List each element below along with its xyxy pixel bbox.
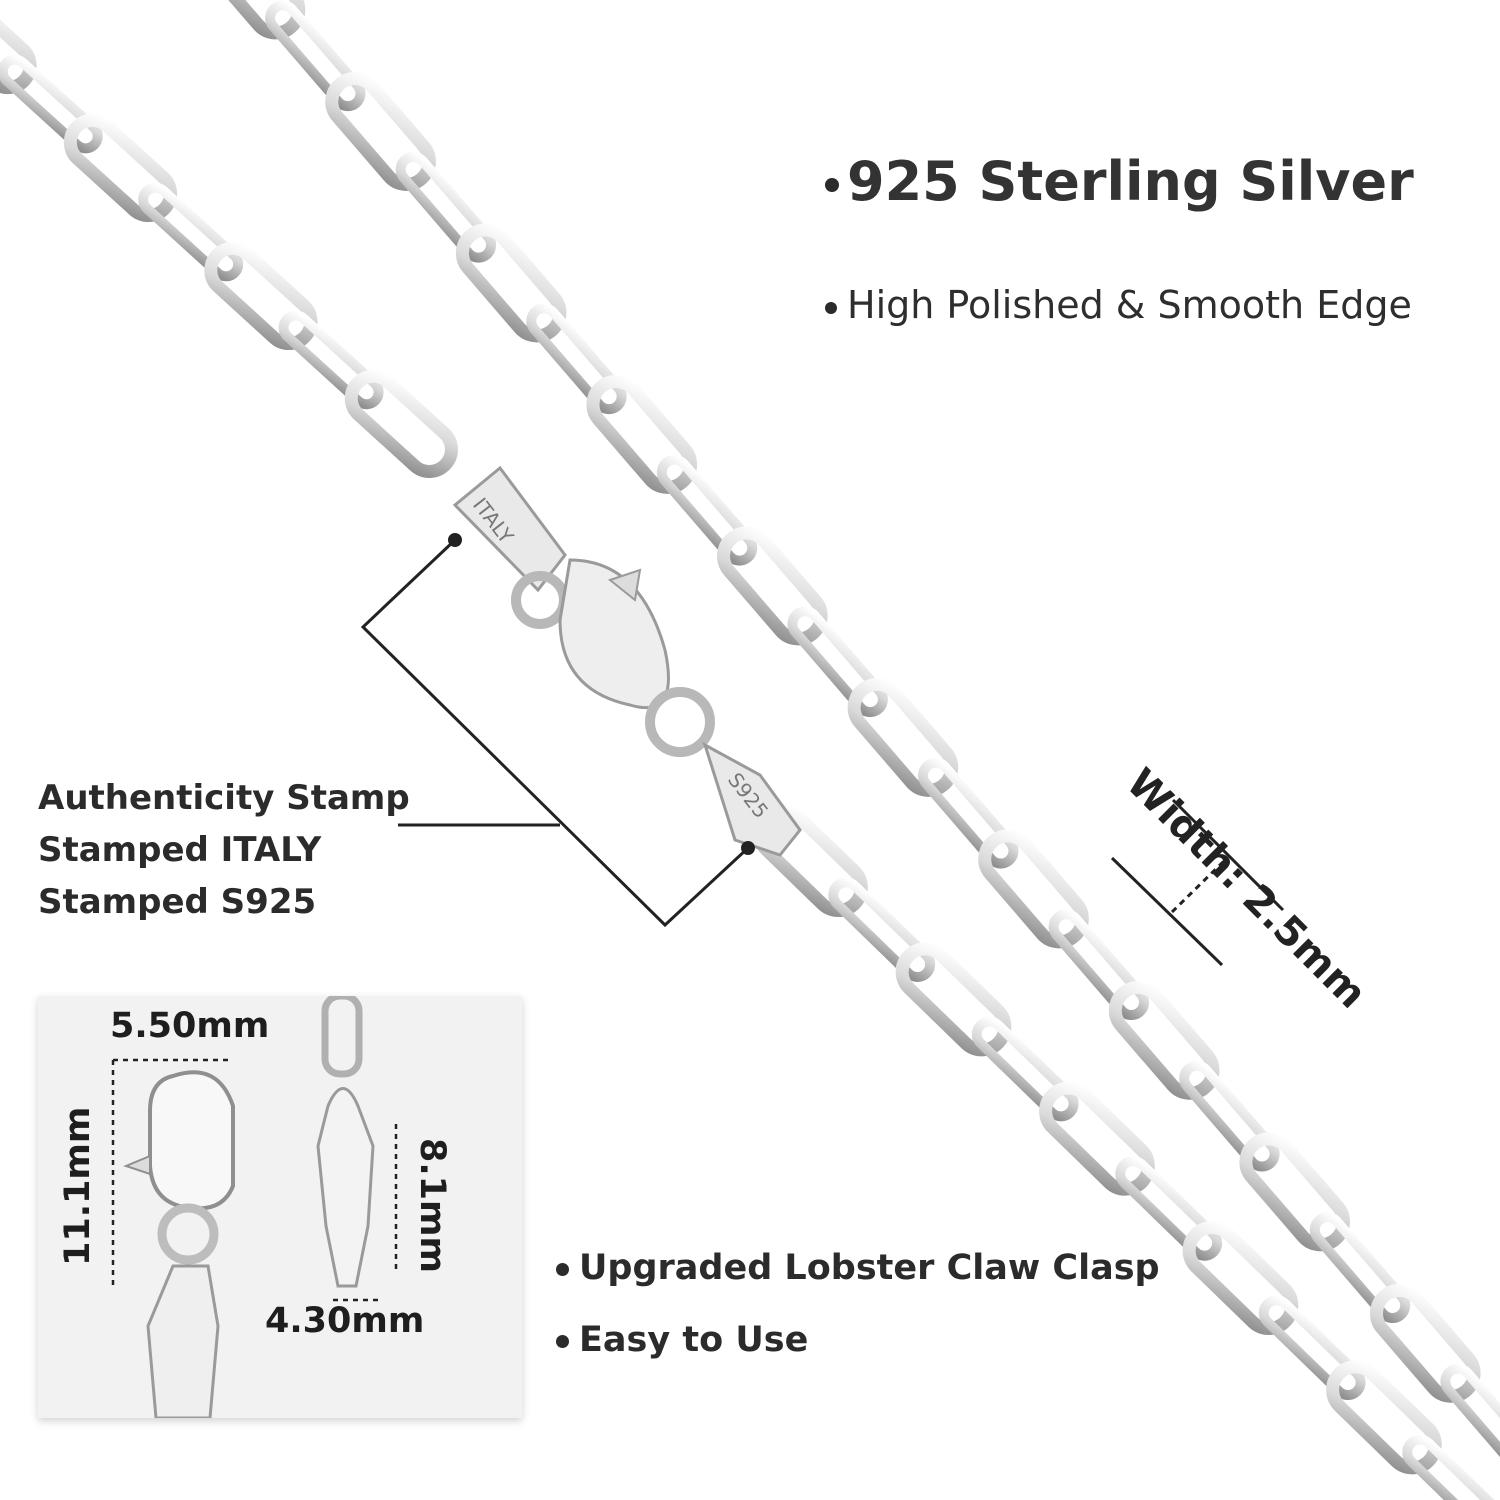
clasp-trigger xyxy=(607,568,642,602)
stamp-callout-lines xyxy=(360,538,750,928)
bullet-icon xyxy=(825,178,839,193)
callout-dot-italy xyxy=(448,533,462,547)
clasp-height-label: 11.1mm xyxy=(58,1106,98,1266)
bullet-icon xyxy=(825,301,837,314)
strand-lower-link xyxy=(1115,1155,1223,1261)
feature-clasp: Upgraded Lobster Claw Clasp xyxy=(556,1248,1160,1288)
strand-right-link xyxy=(325,72,436,191)
inset-clasp-trigger xyxy=(123,1154,151,1176)
strand-right-link xyxy=(265,0,366,112)
tag-height-label: 8.1mm xyxy=(412,1138,452,1273)
strand-left-link xyxy=(278,310,384,410)
strand-lower-link xyxy=(971,1016,1079,1122)
bullet-icon xyxy=(556,1262,569,1276)
strand-right-link xyxy=(586,375,698,494)
strand-right-link xyxy=(395,151,497,263)
strand-right-link xyxy=(1440,1363,1500,1475)
strand-right-link xyxy=(1108,980,1220,1100)
feature-ease: Easy to Use xyxy=(556,1320,808,1360)
strand-right-link xyxy=(717,526,828,646)
strand-right-link xyxy=(1239,1132,1350,1252)
strand-right-link xyxy=(1309,1212,1411,1324)
bullet-icon xyxy=(556,1334,569,1348)
strand-left-link xyxy=(344,369,458,478)
feature-clasp-text: Upgraded Lobster Claw Clasp xyxy=(579,1248,1160,1288)
strand-lower-link xyxy=(1182,1220,1299,1335)
chain-strand-left xyxy=(0,0,458,478)
italy-tag xyxy=(452,465,567,593)
strand-lower-link xyxy=(895,942,1012,1057)
strand-right-link xyxy=(918,757,1019,869)
stamp-italy: Stamped ITALY xyxy=(38,830,322,870)
strand-lower-link xyxy=(1326,1360,1442,1475)
feature-material: 925 Sterling Silver xyxy=(825,150,1414,213)
chain-strand-right xyxy=(194,0,1500,1475)
clasp-dimension-inset: 5.50mm 11.1mm 8.1mm 4.30mm xyxy=(38,996,522,1418)
stamp-callout: Authenticity Stamp Stamped ITALY Stamped… xyxy=(38,772,410,928)
strand-right-link xyxy=(1370,1283,1481,1403)
feature-ease-text: Easy to Use xyxy=(579,1320,809,1360)
tag-width-label: 4.30mm xyxy=(265,1301,425,1341)
strand-right-link xyxy=(656,454,758,566)
width-measurement-lines xyxy=(1110,798,1285,967)
inset-illustration xyxy=(111,996,398,1418)
strand-left-link xyxy=(0,0,37,95)
jump-ring-lower xyxy=(645,687,715,757)
inset-lobster-clasp xyxy=(148,1070,235,1211)
strand-lower-link xyxy=(1039,1081,1155,1196)
inset-s925-tag xyxy=(146,1264,220,1418)
feature-material-text: 925 Sterling Silver xyxy=(847,150,1414,213)
callout-dot-s925 xyxy=(741,841,755,855)
strand-right-link xyxy=(787,606,888,718)
strand-left-link xyxy=(138,182,244,282)
strand-left-link xyxy=(0,54,103,154)
inset-jump-ring xyxy=(157,1203,219,1265)
strand-lower-link xyxy=(828,877,936,983)
strand-lower-link xyxy=(1258,1295,1366,1401)
strand-right-link xyxy=(978,829,1089,949)
strand-right-link xyxy=(1179,1060,1280,1172)
clasp-width-label: 5.50mm xyxy=(110,1006,270,1046)
strand-left-link xyxy=(204,241,318,351)
s925-tag xyxy=(702,741,802,857)
strand-right-link xyxy=(847,677,959,797)
stamp-s925: Stamped S925 xyxy=(38,882,317,922)
strand-right-link xyxy=(194,0,306,40)
inset-chain-link xyxy=(321,996,363,1078)
chain-strand-lower xyxy=(752,802,1500,1500)
feature-finish-text: High Polished & Smooth Edge xyxy=(847,283,1412,327)
strand-left-link xyxy=(63,113,178,223)
strand-right-link xyxy=(526,303,627,415)
clasp-assembly xyxy=(452,465,802,857)
strand-right-link xyxy=(455,223,567,343)
strand-lower-link xyxy=(1402,1434,1500,1500)
strand-right-link xyxy=(1048,909,1150,1021)
stamp-title: Authenticity Stamp xyxy=(38,778,410,818)
inset-italy-tag xyxy=(316,1087,375,1288)
feature-finish: High Polished & Smooth Edge xyxy=(825,283,1412,327)
